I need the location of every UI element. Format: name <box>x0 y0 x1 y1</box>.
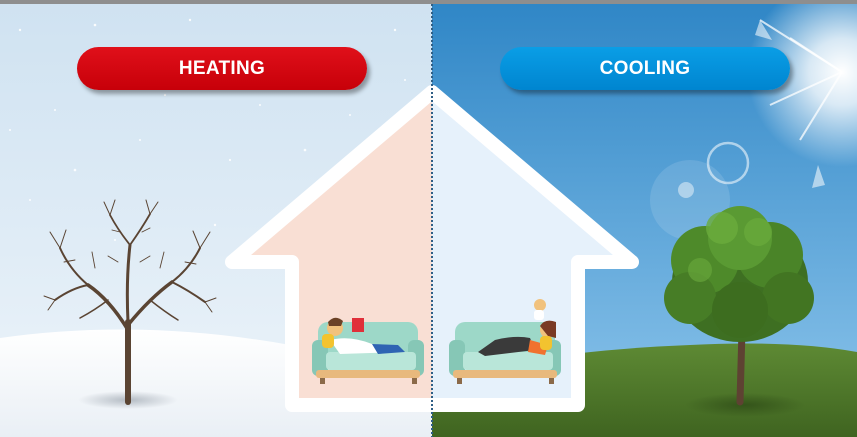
top-border <box>0 0 857 4</box>
sofa-left <box>312 318 424 384</box>
cooling-label: COOLING <box>500 47 790 90</box>
heating-label: HEATING <box>77 47 367 90</box>
